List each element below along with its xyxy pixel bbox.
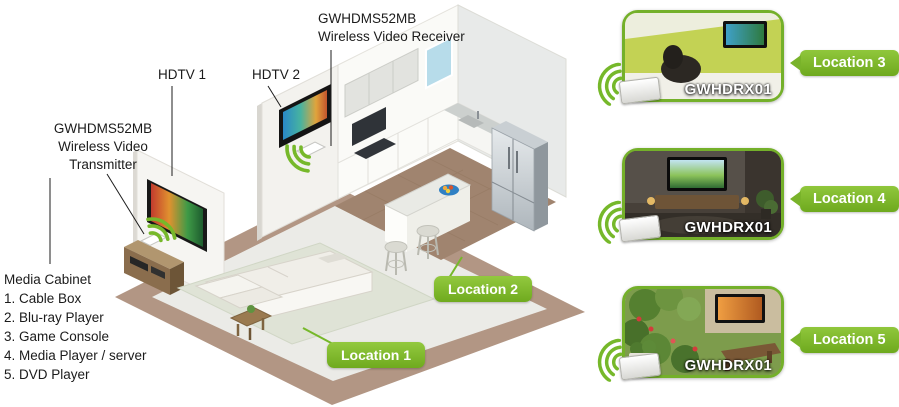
leader-lines — [49, 50, 332, 264]
receiver-label: GWHDMS52MB Wireless Video Receiver — [318, 10, 465, 46]
hdtv2-tv — [279, 84, 331, 148]
hdtv2-label: HDTV 2 — [252, 67, 301, 82]
media-cabinet-item: 1. Cable Box — [4, 291, 82, 306]
media-cabinet-item: 3. Game Console — [4, 329, 110, 344]
location-3-card: GWHDRX01 — [597, 10, 784, 107]
kitchen-cabinets — [337, 35, 513, 200]
transmitter-label-line1: GWHDMS52MB — [53, 121, 153, 136]
bar-stool — [384, 241, 408, 253]
location-2-badge: Location 2 — [434, 276, 533, 302]
side-table — [229, 307, 273, 327]
sink — [458, 115, 484, 128]
hdtv1-tv — [147, 179, 207, 252]
refrigerator — [491, 121, 548, 232]
receiver-model-label: GWHDRX01 — [684, 81, 772, 98]
location-3-tag: Location 3 — [800, 50, 899, 76]
media-cabinet-item: 4. Media Player / server — [4, 348, 147, 363]
media-cabinet-list: Media Cabinet 1. Cable Box 2. Blu-ray Pl… — [4, 270, 147, 384]
location-5-card: GWHDRX01 — [597, 286, 784, 383]
transmitter-leader-line — [106, 173, 145, 235]
media-cabinet-item: 5. DVD Player — [4, 367, 90, 382]
location-5-tag: Location 5 — [800, 327, 899, 353]
wifi-signal-icon — [597, 62, 623, 107]
wifi-arcs-receiver — [285, 144, 311, 173]
transmitter-label-line2: Wireless Video — [58, 139, 148, 154]
media-cabinet-item: 2. Blu-ray Player — [4, 310, 104, 325]
receiver-label-line1: GWHDMS52MB — [318, 11, 417, 26]
location-5-photo — [625, 289, 781, 375]
wifi-signal-icon — [597, 200, 623, 245]
receiver-model-label: GWHDRX01 — [684, 357, 772, 374]
tv-console — [655, 195, 739, 209]
bar-stool — [416, 225, 440, 237]
wifi-arcs-transmitter — [146, 217, 177, 243]
receiver-model-label: GWHDRX01 — [684, 219, 772, 236]
window — [425, 35, 453, 90]
transmitter-label: GWHDMS52MB Wireless Video Transmitter — [42, 120, 164, 174]
hdtv1-label: HDTV 1 — [158, 67, 207, 82]
location-1-badge: Location 1 — [327, 342, 426, 368]
hdtv2-leader-line — [267, 85, 282, 108]
patio-table — [721, 343, 781, 363]
cooktop — [354, 138, 396, 159]
location-3-photo — [625, 13, 781, 99]
living-room-furniture — [176, 242, 436, 345]
media-cabinet-title: Media Cabinet — [4, 272, 92, 287]
transmitter-label-line3: Transmitter — [69, 157, 137, 172]
receiver-label-line2: Wireless Video Receiver — [318, 29, 465, 44]
location-4-photo — [625, 151, 781, 237]
location-4-tag: Location 4 — [800, 186, 899, 212]
wifi-signal-icon — [597, 338, 623, 383]
bar-island — [383, 173, 472, 275]
badge-leader-lines — [302, 256, 463, 345]
location-4-card: GWHDRX01 — [597, 148, 784, 245]
